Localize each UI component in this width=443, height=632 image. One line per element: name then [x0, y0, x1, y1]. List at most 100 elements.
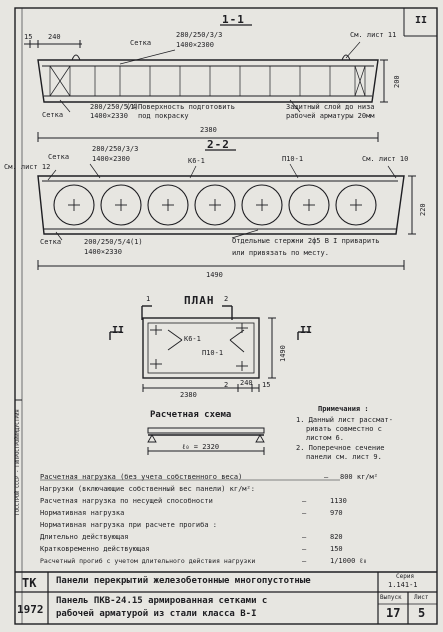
- plan-dim-1490: 1490: [279, 345, 287, 362]
- sec2-setka-spec: 280/250/3/3: [92, 145, 139, 153]
- load-dash: —: [302, 545, 307, 553]
- load-label: Длительно действующая: [40, 533, 129, 541]
- plan-marker-2: 2: [224, 295, 229, 303]
- tb-title-2b: рабочей арматурой из стали класса В-I: [56, 609, 257, 619]
- note-1b: ривать совместно с: [306, 425, 382, 433]
- tb-title-1: Панели перекрытий железобетонные многопу…: [56, 576, 311, 586]
- load-label: Расчетная нагрузка по несущей способност…: [40, 497, 213, 505]
- rods-note-2: или привязать по месту.: [232, 249, 329, 257]
- loads-table: Расчетная нагрузка (без учета собственно…: [40, 474, 400, 570]
- sec1-slab-outline: [37, 59, 379, 103]
- load-label: Расчетная нагрузка (без учета собственно…: [40, 473, 243, 481]
- rods-note-1: Отдельные стержни 2ф5 В I приварить: [232, 237, 380, 245]
- setka2-label: Сетка: [42, 111, 64, 119]
- load-row: Кратковременно действующая — 150: [40, 546, 400, 558]
- notes-title: Примечания :: [318, 405, 369, 413]
- sec2-setka-label: Сетка: [48, 153, 70, 161]
- setka-size: 1400×2300: [176, 41, 214, 49]
- plan-dim-15: 15: [262, 381, 271, 389]
- sec2-setka2-label: Сетка: [40, 238, 62, 246]
- load-dash: —: [302, 509, 307, 517]
- load-value: 150: [330, 545, 343, 553]
- sec2-slab-outline: [37, 175, 405, 235]
- load-row: Расчетный прогиб с учетом длительного де…: [40, 558, 400, 570]
- plan-roman-left: II: [112, 325, 125, 336]
- plan-p101: П10-1: [202, 349, 224, 357]
- tb-tk: ТК: [22, 576, 37, 590]
- load-dash: —: [302, 497, 307, 505]
- scheme-title: Расчетная схема: [150, 410, 232, 420]
- note-1a: 1. Данный лист рассмат-: [296, 416, 393, 424]
- plan-roman-right: II: [300, 325, 313, 336]
- sec2-setka2-size: 1400×2330: [84, 248, 122, 256]
- sm-list-11: См. лист 11: [350, 31, 397, 39]
- load-row: Нормативная нагрузка — 970: [40, 510, 400, 522]
- dim-15: 15: [24, 33, 33, 41]
- sheet-number: II: [415, 15, 428, 26]
- load-row: Расчетная нагрузка (без учета собственно…: [40, 474, 400, 486]
- load-value: 1/1000 ℓ₀: [330, 557, 368, 565]
- plan-marker-2b: 2: [224, 381, 229, 389]
- scheme-load: [147, 427, 265, 434]
- width-1490: 1490: [206, 271, 223, 279]
- cover-note-2: рабочей арматуры 20мм: [286, 112, 375, 120]
- setka-label: Сетка: [130, 39, 152, 47]
- tb-seria-label: Серия: [396, 573, 415, 580]
- load-row: Расчетная нагрузка по несущей способност…: [40, 498, 400, 510]
- load-row: Нагрузки (включающие собственный вес пан…: [40, 486, 400, 498]
- surface-note-1: Поверхность подготовить: [138, 103, 235, 111]
- height-200: 200: [393, 75, 401, 88]
- load-label: Нормативная нагрузка при расчете прогиба…: [40, 521, 218, 529]
- tb-title-2a: Панель ПКВ-24.15 армированная сетками с: [56, 596, 268, 606]
- load-label: Нагрузки (включающие собственный вес пан…: [40, 485, 255, 493]
- load-label: Нормативная нагрузка: [40, 509, 125, 517]
- sec2-setka-size: 1400×2300: [92, 155, 130, 163]
- sheet-frame: [14, 7, 438, 625]
- sec1-mesh-verticals: [49, 65, 366, 97]
- sec1-loop-right: [341, 54, 351, 61]
- plan-dim-2380: 2380: [180, 391, 197, 399]
- tb-list-label: Лист: [414, 594, 429, 601]
- plan-k61: К6-1: [184, 335, 201, 343]
- load-value: 800 кг/м²: [340, 473, 378, 481]
- section-1-title: 1-1: [222, 13, 245, 26]
- sm-list-12: См. лист 12: [4, 163, 51, 171]
- load-value: 970: [330, 509, 343, 517]
- height-220: 220: [419, 203, 427, 216]
- sec2-setka2-spec: 200/250/5/4: [84, 238, 131, 246]
- tb-seria-value: 1.141-1: [388, 581, 418, 589]
- scheme-span: ℓ₀ = 2320: [182, 443, 220, 451]
- setka-spec: 280/250/3/3: [176, 31, 223, 39]
- note-2a: 2. Поперечное сечение: [296, 444, 385, 452]
- plan-outline: [142, 317, 260, 379]
- load-dash: —: [302, 557, 307, 565]
- load-row: Длительно действующая — 820: [40, 534, 400, 546]
- note-2b: панели см. лист 9.: [306, 453, 382, 461]
- plan-title: ПЛАН: [184, 294, 215, 307]
- dim-240: 240: [48, 33, 61, 41]
- load-dash: —: [324, 473, 329, 481]
- sec1-loop-left: [71, 54, 81, 61]
- plan-marker-1: 1: [146, 295, 151, 303]
- length-2380: 2380: [200, 126, 217, 134]
- plan-dim-240: 240: [240, 379, 253, 387]
- load-value: 820: [330, 533, 343, 541]
- sec1-leader: [119, 49, 176, 65]
- load-value: 1130: [330, 497, 347, 505]
- section-2-title: 2-2: [207, 138, 230, 151]
- sec2-k61: К6-1: [188, 157, 205, 165]
- sec2-voids: [53, 184, 377, 226]
- tb-vypusk-label: Выпуск: [380, 594, 402, 601]
- load-row: Нормативная нагрузка при расчете прогиба…: [40, 522, 400, 534]
- surface-note-2: под покраску: [138, 112, 189, 120]
- cover-note-1: Защитный слой до низа: [286, 103, 375, 111]
- load-label: Кратковременно действующая: [40, 545, 150, 553]
- sec2-void-crosses: [68, 199, 362, 211]
- setka2-size: 1400×2330: [90, 112, 128, 120]
- sm-list-10: См. лист 10: [362, 155, 409, 163]
- setka2-mark: (1): [126, 103, 139, 111]
- tb-list-value: 5: [418, 606, 426, 620]
- load-label: Расчетный прогиб с учетом длительного де…: [40, 557, 256, 565]
